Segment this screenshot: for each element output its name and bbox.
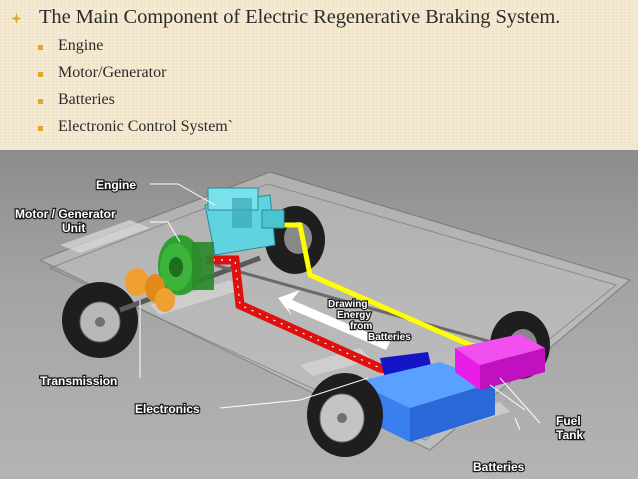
label-drawing-line1: Drawing [328, 299, 367, 310]
label-electronics: Electronics [135, 402, 200, 416]
square-bullet-icon [38, 45, 43, 50]
list-item-engine: Engine [38, 37, 438, 59]
leader-lines [139, 183, 541, 431]
label-drawing-line2: Energy [337, 310, 371, 321]
list-item-label: Engine [58, 37, 104, 54]
bullet-list: The Main Component of Electric Regenerat… [0, 0, 638, 150]
rear-axle [214, 263, 521, 352]
label-motor-line2: Unit [62, 221, 85, 235]
engine-block [204, 187, 285, 256]
list-item-label: Motor/Generator [58, 64, 167, 81]
label-drawing-line3: from [350, 321, 372, 332]
road-marking [60, 220, 150, 253]
list-item-motor-generator: Motor/Generator [38, 64, 438, 86]
regen-braking-diagram: Engine Motor / Generator Unit Transmissi… [0, 150, 638, 479]
label-drawing-line4: Batteries [368, 332, 411, 343]
energy-flow-arrow [278, 290, 390, 350]
list-item-label: Batteries [58, 91, 115, 108]
label-fuel-line2: Tank [556, 428, 583, 442]
diamond-bullet-icon [11, 13, 22, 24]
list-item-label: Electronic Control System` [58, 118, 234, 135]
chassis-outline [48, 183, 618, 441]
label-engine: Engine [96, 178, 136, 192]
square-bullet-icon [38, 126, 43, 131]
square-bullet-icon [38, 99, 43, 104]
label-motor-line1: Motor / Generator [15, 207, 116, 221]
diagram-svg: Engine Motor / Generator Unit Transmissi… [14, 171, 632, 475]
main-bullet: The Main Component of Electric Regenerat… [6, 5, 638, 31]
label-fuel-line1: Fuel [556, 414, 581, 428]
motor-generator-unit [158, 235, 214, 295]
list-item-batteries: Batteries [38, 91, 438, 113]
list-item-electronic-control: Electronic Control System` [38, 118, 438, 140]
slide-background [0, 0, 638, 150]
label-transmission: Transmission [40, 374, 117, 388]
wheel-rear-left [307, 373, 383, 457]
transmission-unit [125, 268, 175, 312]
slide-heading: The Main Component of Electric Regenerat… [39, 6, 561, 28]
square-bullet-icon [38, 72, 43, 77]
fuel-tank [455, 334, 545, 390]
wheel-front-left [62, 282, 138, 358]
label-batteries: Batteries [473, 460, 525, 474]
